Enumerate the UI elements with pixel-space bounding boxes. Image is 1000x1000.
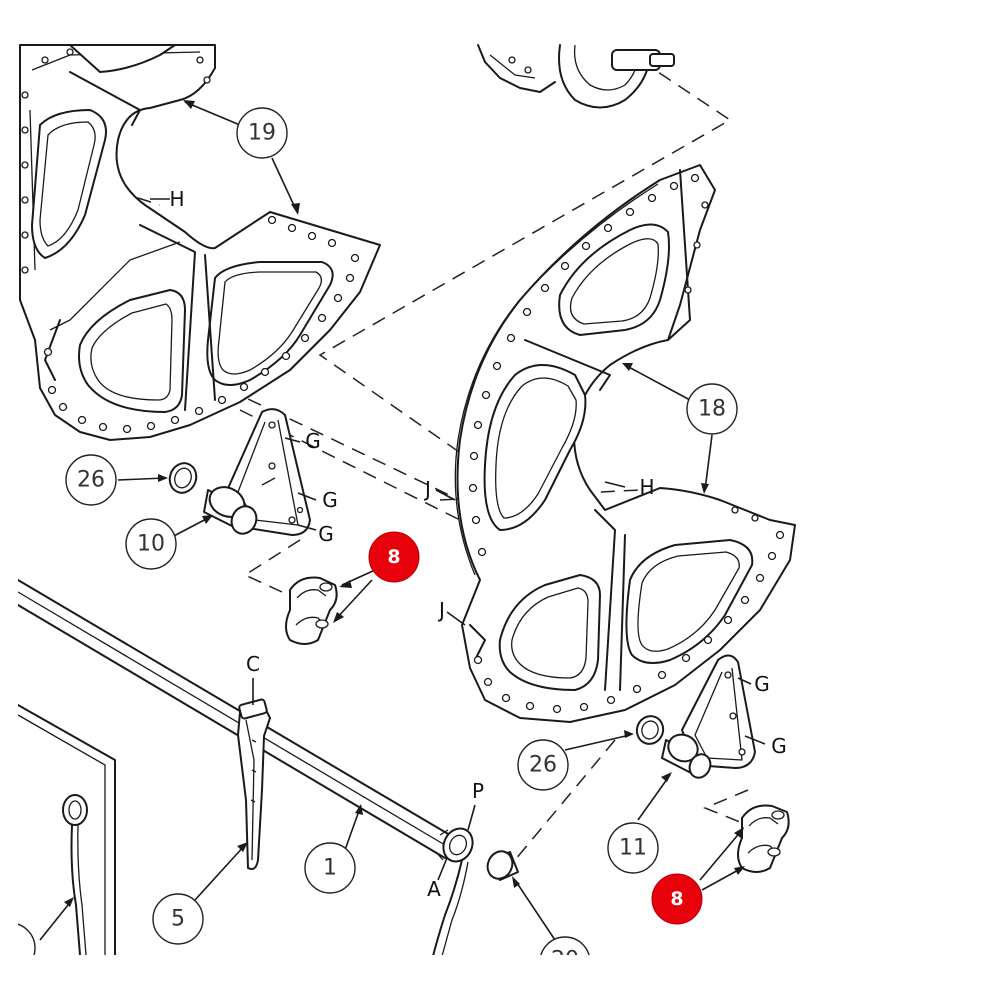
ring-26-right	[635, 715, 665, 745]
callout-19: 19	[236, 107, 288, 159]
callout-26-right-label: 26	[529, 753, 557, 778]
callout-10: 10	[125, 518, 177, 570]
plate-19	[19, 44, 381, 441]
callout-5: 5	[152, 893, 204, 945]
bushing-10	[203, 486, 258, 535]
bottom-crop	[0, 955, 1000, 1000]
callout-8-upper-label: 8	[387, 546, 400, 568]
shaft-1	[17, 579, 474, 961]
label-g5: G	[771, 734, 787, 758]
label-g2: G	[322, 488, 338, 512]
upper-hub-part	[477, 44, 675, 109]
label-h-right: H	[639, 475, 654, 499]
plate-19-holes	[21, 48, 360, 434]
callout-19-label: 19	[248, 121, 276, 146]
callout-18-label: 18	[698, 397, 726, 422]
label-p: P	[472, 779, 484, 803]
plate-18-holes	[468, 173, 785, 714]
end-cap	[486, 850, 519, 881]
label-a: A	[427, 877, 441, 901]
callout-26-right: 26	[517, 739, 569, 791]
plate-18	[454, 164, 796, 723]
bracket-left	[224, 408, 311, 536]
callout-1-label: 1	[323, 856, 337, 881]
callout-10-label: 10	[137, 532, 165, 557]
callout-11: 11	[607, 822, 659, 874]
label-h-left: H	[169, 187, 184, 211]
callout-8-lower: 8	[651, 873, 703, 925]
callout-26-left-label: 26	[77, 468, 105, 493]
clamp-8-lower	[737, 804, 790, 873]
panel-lower-left	[17, 704, 116, 961]
label-g3: G	[318, 522, 334, 546]
callout-26-left: 26	[65, 454, 117, 506]
bushing-11	[661, 733, 712, 779]
label-g1: G	[305, 429, 321, 453]
letter-labels: H H G G G G G J J C P A	[169, 187, 786, 901]
ring-26-left	[168, 462, 198, 494]
bracket-right	[681, 654, 756, 769]
callout-5-label: 5	[171, 907, 185, 932]
leader-lines	[39, 100, 766, 941]
callout-8-lower-label: 8	[670, 888, 683, 910]
callout-11-label: 11	[619, 836, 647, 861]
callout-8-upper: 8	[368, 531, 420, 583]
alignment-lines	[19, 59, 749, 861]
ring-pull	[62, 794, 88, 956]
left-crop	[0, 0, 18, 1000]
label-g4: G	[754, 672, 770, 696]
callout-18: 18	[686, 383, 738, 435]
callout-1: 1	[304, 842, 356, 894]
label-j2: J	[437, 598, 445, 622]
label-c: C	[246, 652, 260, 676]
bracket-5	[237, 698, 271, 870]
label-j1: J	[423, 477, 431, 501]
clamp-8-upper	[285, 576, 338, 645]
